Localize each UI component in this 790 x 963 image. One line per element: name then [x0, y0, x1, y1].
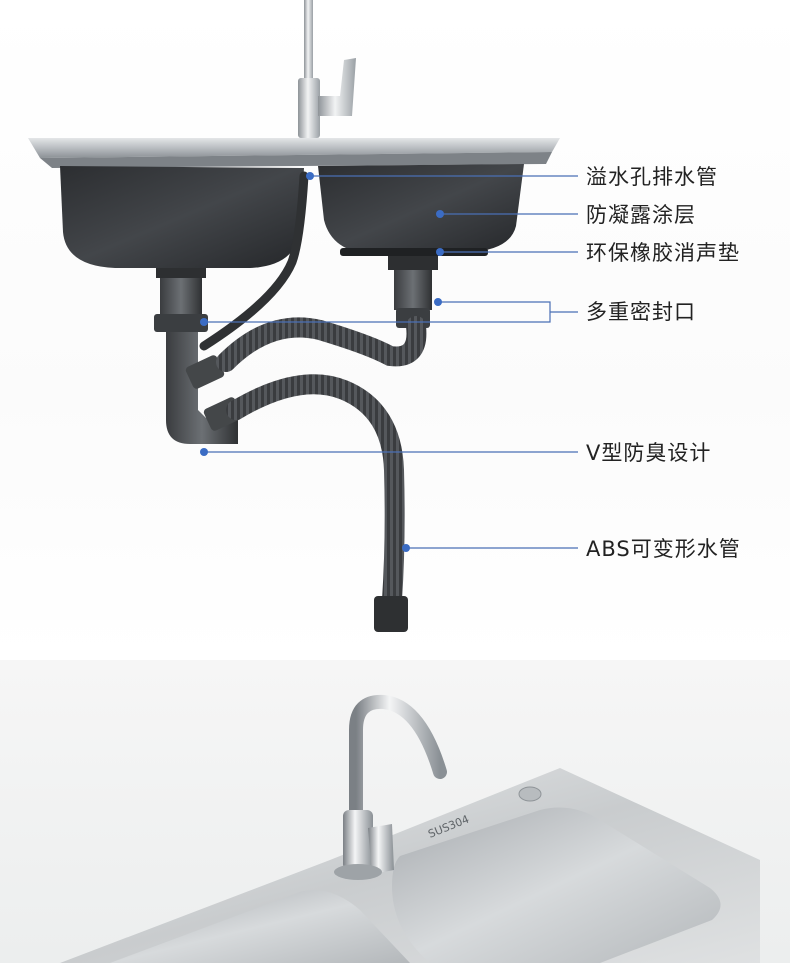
- label-v-trap: V型防臭设计: [586, 441, 712, 465]
- left-drain-fitting: [154, 268, 208, 332]
- overflow-hose: [199, 171, 309, 351]
- right-basin: [318, 164, 524, 254]
- sink-right-bowl: [392, 807, 721, 963]
- hose-end-cap: [374, 596, 408, 632]
- label-multi-seal: 多重密封口: [586, 300, 696, 324]
- connector-hose: [216, 316, 427, 372]
- label-sound-dampening-gasket: 环保橡胶消声垫: [586, 241, 740, 265]
- sink-left-bowl: [110, 890, 410, 963]
- v-trap: [166, 332, 238, 444]
- right-drain-fitting: [388, 256, 438, 328]
- faucet: [298, 0, 356, 138]
- left-basin: [60, 166, 304, 268]
- sink-underside-panel: 溢水孔排水管 防凝露涂层 环保橡胶消声垫 多重密封口 V型防臭设计 ABS可变形…: [0, 0, 790, 660]
- label-anti-condensation-coating: 防凝露涂层: [586, 203, 696, 227]
- sink-rim: [28, 138, 560, 158]
- abs-drain-hose: [226, 374, 405, 610]
- sink-top-illustration: SUS304: [60, 694, 760, 963]
- leader-lines: [204, 175, 578, 549]
- tap-hole: [518, 786, 542, 802]
- sink-top-view-panel: SUS304: [0, 660, 790, 963]
- annotation-dots: [200, 172, 444, 552]
- sink-drain-illustration: [28, 0, 578, 632]
- chrome-faucet: [334, 694, 447, 880]
- label-overflow-drain-pipe: 溢水孔排水管: [586, 165, 718, 189]
- label-abs-hose: ABS可变形水管: [586, 537, 741, 561]
- sound-gasket: [340, 248, 488, 256]
